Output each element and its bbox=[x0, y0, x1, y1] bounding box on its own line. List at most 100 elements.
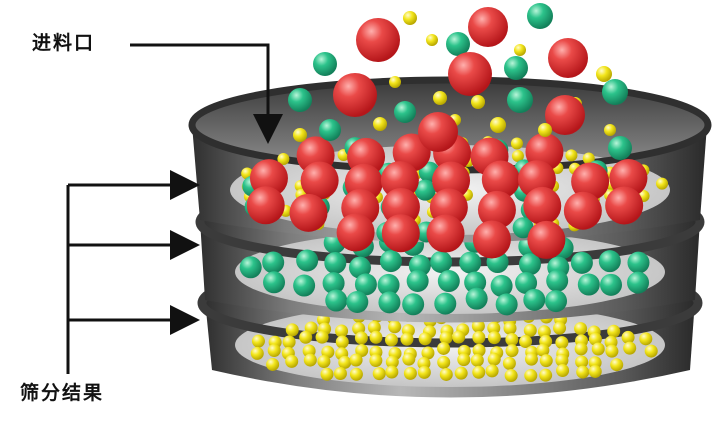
bottom-pan bbox=[197, 258, 703, 398]
medium-particle bbox=[437, 270, 460, 293]
small-particle bbox=[355, 343, 369, 357]
medium-particle bbox=[570, 251, 593, 274]
small-particle bbox=[437, 341, 451, 355]
small-particle bbox=[472, 343, 486, 357]
small-particle bbox=[418, 332, 432, 346]
small-particle bbox=[511, 149, 524, 162]
small-particle bbox=[293, 128, 307, 142]
large-particle bbox=[246, 186, 285, 225]
medium-particle bbox=[627, 271, 650, 294]
large-particle-group bbox=[241, 132, 669, 259]
large-particle bbox=[523, 186, 562, 225]
medium-particle bbox=[406, 270, 429, 293]
medium-particle bbox=[577, 273, 600, 296]
medium-particle bbox=[262, 251, 285, 274]
medium-particle bbox=[515, 271, 538, 294]
large-particle bbox=[605, 186, 644, 225]
small-particle bbox=[644, 344, 658, 358]
small-particle bbox=[303, 353, 317, 367]
small-particle bbox=[555, 353, 569, 367]
large-particle bbox=[300, 161, 339, 200]
small-particle bbox=[471, 95, 485, 109]
small-particle bbox=[439, 331, 453, 345]
large-particle bbox=[380, 161, 419, 200]
small-particle bbox=[251, 334, 265, 348]
small-particle bbox=[604, 124, 616, 136]
small-particle bbox=[384, 333, 398, 347]
small-particle bbox=[555, 336, 569, 350]
small-particle bbox=[277, 153, 290, 166]
small-particle bbox=[421, 346, 435, 360]
large-particle bbox=[472, 220, 511, 259]
large-particle bbox=[477, 190, 516, 229]
medium-particle bbox=[414, 179, 436, 201]
small-particle bbox=[335, 335, 349, 349]
small-particle bbox=[369, 354, 383, 368]
small-particle bbox=[454, 366, 468, 380]
small-particle bbox=[510, 137, 523, 150]
small-particle bbox=[285, 323, 299, 337]
small-particle bbox=[385, 355, 399, 369]
medium-particle bbox=[512, 217, 534, 239]
small-particle bbox=[502, 356, 516, 370]
small-particle bbox=[317, 355, 331, 369]
small-particle bbox=[372, 367, 386, 381]
screening-result-label: 筛分结果 bbox=[20, 382, 105, 404]
small-particle bbox=[623, 341, 637, 355]
small-particle bbox=[349, 353, 363, 367]
medium-particle bbox=[545, 290, 568, 313]
feed-inlet-label: 进料口 bbox=[32, 32, 96, 54]
medium-particle bbox=[495, 293, 518, 316]
small-particle bbox=[536, 343, 550, 357]
small-particle bbox=[472, 365, 486, 379]
small-particle bbox=[556, 364, 570, 378]
medium-particle bbox=[322, 272, 345, 295]
large-particle bbox=[545, 95, 585, 135]
small-particle bbox=[400, 332, 414, 346]
small-particle bbox=[605, 344, 619, 358]
medium-particle bbox=[348, 256, 371, 279]
large-particle bbox=[548, 38, 588, 78]
small-particle bbox=[299, 330, 313, 344]
large-particle bbox=[448, 52, 492, 96]
medium-particle bbox=[507, 87, 533, 113]
medium-particle bbox=[546, 269, 569, 292]
large-particle bbox=[481, 160, 520, 199]
small-particle bbox=[487, 352, 501, 366]
medium-particle bbox=[608, 136, 632, 160]
small-particle bbox=[576, 365, 590, 379]
medium-particle bbox=[527, 3, 553, 29]
small-particle bbox=[607, 324, 621, 338]
small-particle bbox=[315, 330, 329, 344]
small-particle bbox=[514, 44, 526, 56]
small-particle bbox=[524, 352, 538, 366]
small-particle bbox=[426, 34, 438, 46]
small-particle bbox=[385, 365, 399, 379]
small-particle bbox=[588, 332, 602, 346]
small-particle bbox=[338, 355, 352, 369]
large-particle bbox=[289, 193, 328, 232]
small-particle bbox=[490, 117, 506, 133]
medium-particle bbox=[394, 101, 416, 123]
falling-particle-group bbox=[288, 3, 632, 160]
small-particle bbox=[285, 354, 299, 368]
medium-particle bbox=[346, 290, 369, 313]
medium-particle bbox=[602, 79, 628, 105]
small-particle bbox=[505, 344, 519, 358]
medium-particle bbox=[465, 287, 488, 310]
small-particle bbox=[565, 149, 578, 162]
small-particle bbox=[553, 321, 567, 335]
small-particle bbox=[282, 335, 296, 349]
large-particle bbox=[571, 162, 610, 201]
small-particle bbox=[452, 330, 466, 344]
small-particle bbox=[575, 355, 589, 369]
large-particle bbox=[381, 214, 420, 253]
small-particle bbox=[403, 11, 417, 25]
small-particle bbox=[582, 152, 595, 165]
small-particle bbox=[537, 325, 551, 339]
large-particle bbox=[418, 112, 458, 152]
medium-particle bbox=[293, 274, 316, 297]
large-particle bbox=[527, 220, 566, 259]
small-particle bbox=[656, 177, 669, 190]
